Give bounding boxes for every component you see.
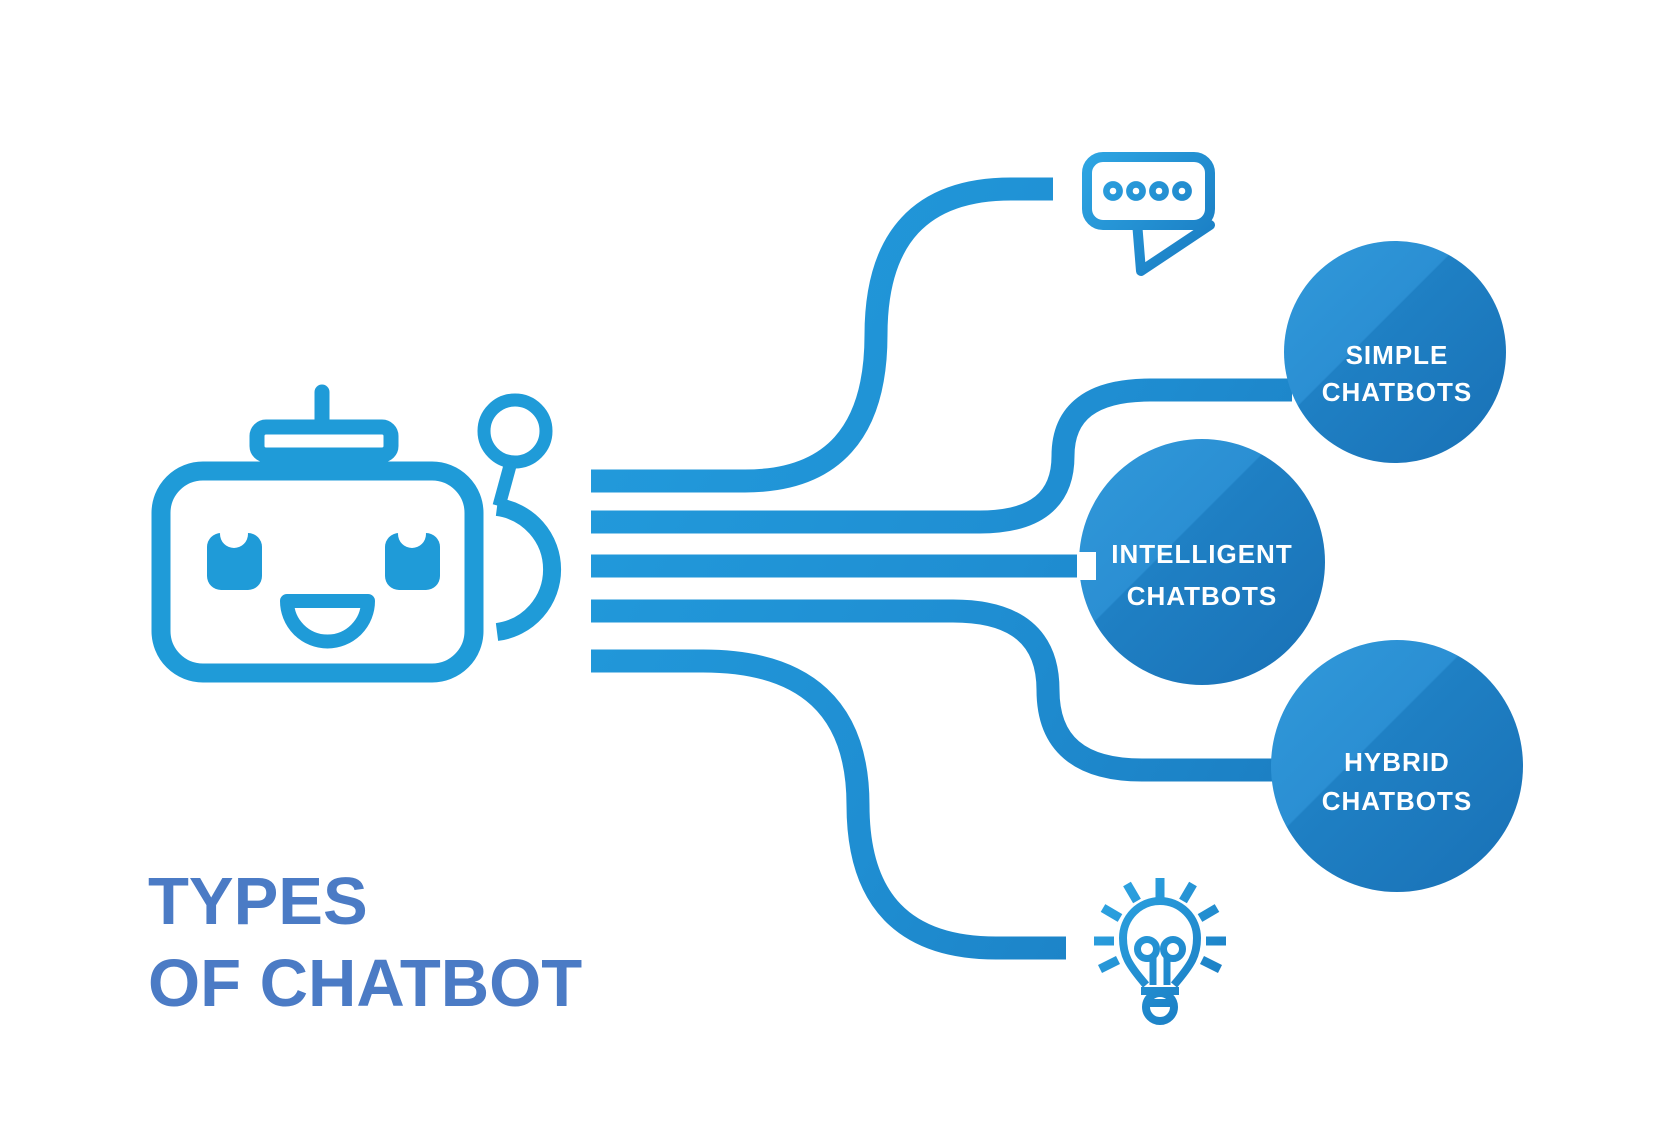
robot-eye-left-highlight bbox=[220, 520, 248, 548]
speech-bubble-dot bbox=[1126, 181, 1146, 201]
robot-mouth bbox=[280, 594, 375, 649]
page-title: TYPES OF CHATBOT bbox=[148, 864, 582, 1021]
hybrid-chatbots-label-line2: CHATBOTS bbox=[1322, 786, 1473, 816]
node-simple-chatbots bbox=[1284, 241, 1506, 463]
speech-bubble-icon bbox=[1082, 152, 1215, 276]
robot-icon bbox=[151, 384, 562, 683]
speech-bubble-tail bbox=[1132, 217, 1215, 276]
wire-to-hybrid-chatbots bbox=[591, 599, 1288, 782]
wire-bundle bbox=[591, 177, 1292, 960]
simple-chatbots-circle bbox=[1284, 241, 1506, 463]
robot-eye-right bbox=[385, 533, 440, 590]
wire-plug-notch bbox=[1077, 552, 1096, 580]
simple-chatbots-label-line2: CHATBOTS bbox=[1322, 377, 1473, 407]
lightbulb-filament bbox=[1134, 936, 1186, 985]
robot-antenna-box bbox=[249, 419, 399, 463]
node-hybrid-chatbots bbox=[1271, 640, 1523, 892]
page-title-line2: OF CHATBOT bbox=[148, 946, 582, 1021]
speech-bubble-dot bbox=[1172, 181, 1192, 201]
robot-ear bbox=[495, 498, 562, 641]
speech-bubble-dot bbox=[1149, 181, 1169, 201]
wire-to-simple-chatbots bbox=[591, 378, 1292, 534]
speech-bubble-body bbox=[1082, 152, 1215, 230]
lightbulb-icon bbox=[1094, 878, 1226, 1025]
robot-ball-antenna bbox=[477, 393, 553, 469]
page-title-line1: TYPES bbox=[148, 864, 368, 939]
speech-bubble-dot bbox=[1103, 181, 1123, 201]
intelligent-chatbots-label-line1: INTELLIGENT bbox=[1111, 539, 1292, 569]
intelligent-chatbots-circle bbox=[1079, 439, 1325, 685]
lightbulb-glass bbox=[1118, 897, 1202, 988]
simple-chatbots-label-line1: SIMPLE bbox=[1346, 340, 1449, 370]
hybrid-chatbots-label-line1: HYBRID bbox=[1344, 747, 1450, 777]
hybrid-chatbots-circle bbox=[1271, 640, 1523, 892]
node-intelligent-chatbots bbox=[1079, 439, 1325, 685]
robot-eyes bbox=[207, 520, 440, 590]
intelligent-chatbots-label-line2: CHATBOTS bbox=[1127, 581, 1278, 611]
lightbulb-rays bbox=[1094, 878, 1226, 974]
robot-eye-right-highlight bbox=[398, 520, 426, 548]
wire-to-lightbulb bbox=[591, 649, 1066, 960]
wire-to-speech-bubble bbox=[591, 177, 1053, 493]
robot-eye-left bbox=[207, 533, 262, 590]
